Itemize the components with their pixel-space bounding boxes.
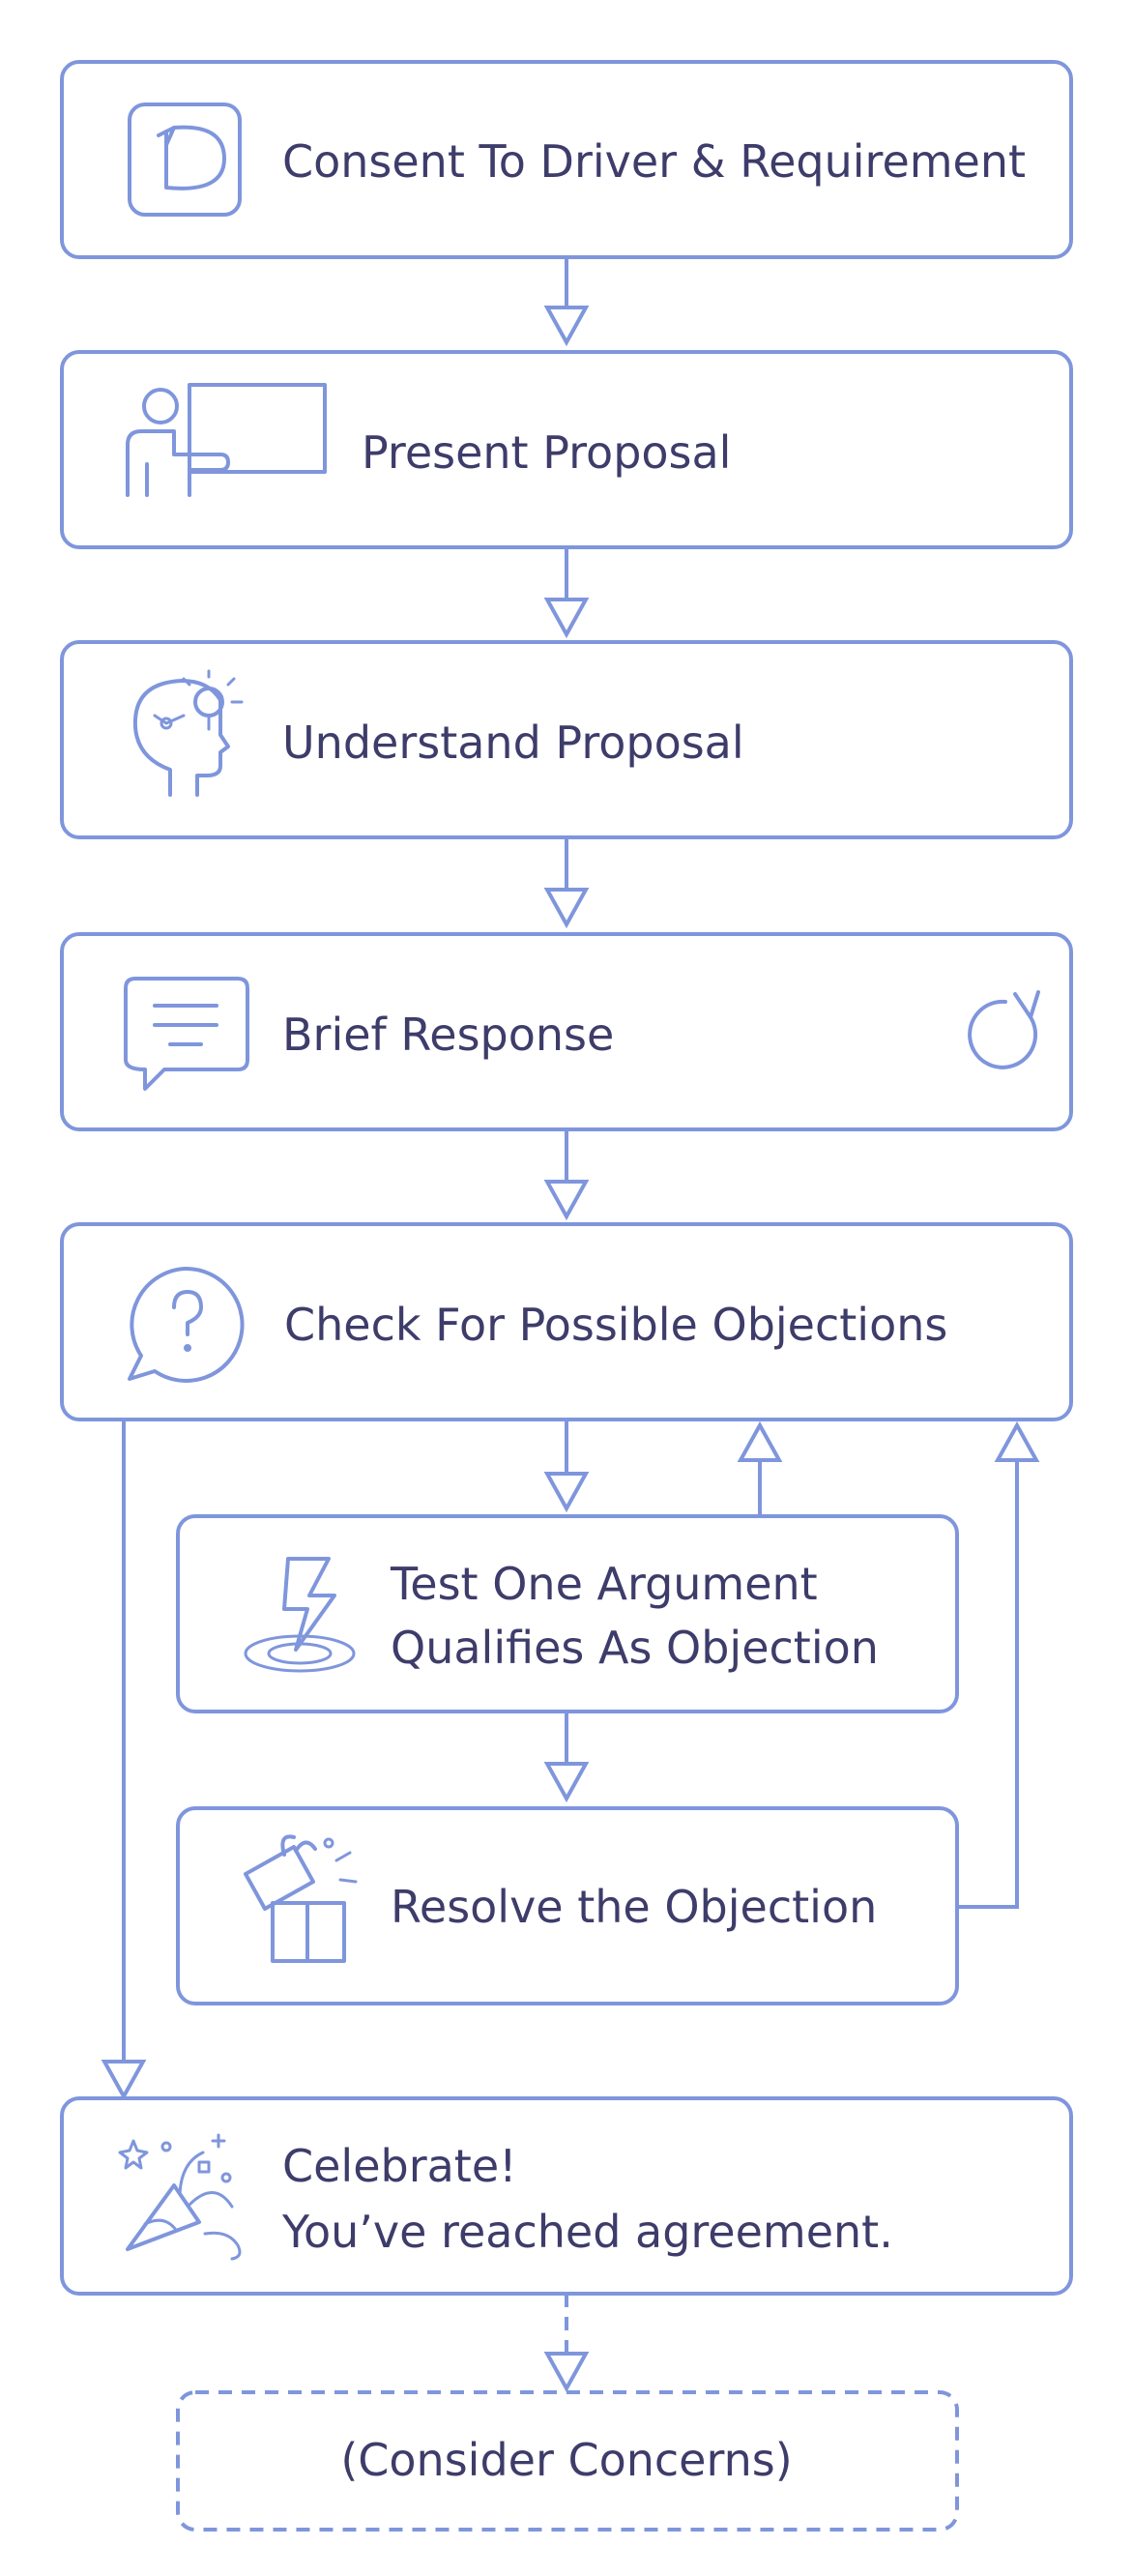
step-brief-response: Brief Response [60, 932, 1073, 1131]
arrowhead-down [543, 1762, 590, 1803]
speech-bubble-icon [124, 977, 249, 1091]
step-consent-driver: Consent To Driver & Requirement [60, 60, 1073, 259]
step-box [60, 60, 1073, 259]
step-box [60, 1222, 1073, 1421]
party-popper-icon [118, 2133, 242, 2261]
step-test-argument: Test One Argument Qualifies As Objection [176, 1514, 959, 1713]
step-understand-proposal: Understand Proposal [60, 640, 1073, 839]
step-box-dashed [176, 2390, 959, 2532]
loop-icon [968, 990, 1040, 1069]
arrowhead-down [543, 598, 590, 639]
connectors [101, 257, 1040, 2393]
arrowhead-up [737, 1420, 783, 1462]
step-celebrate: Celebrate! You’ve reached agreement. [60, 2096, 1073, 2296]
driver-d-icon [128, 102, 242, 217]
step-label-line2: You’ve reached agreement. [281, 2206, 893, 2258]
question-bubble-icon [128, 1266, 245, 1383]
head-lightbulb-icon [132, 669, 244, 797]
step-label: Resolve the Objection [391, 1881, 877, 1933]
step-box [60, 932, 1073, 1131]
step-label: Check For Possible Objections [284, 1299, 947, 1351]
arrowhead-down [543, 1180, 590, 1221]
arrowhead-down [543, 2352, 590, 2393]
step-label: Understand Proposal [282, 717, 744, 769]
step-box [176, 1806, 959, 2005]
step-label-line1: Test One Argument [390, 1558, 818, 1610]
arrowhead-down [543, 306, 590, 347]
arrowhead-up [994, 1420, 1040, 1462]
step-box [60, 640, 1073, 839]
arrowhead-down [101, 2060, 147, 2101]
step-check-objections: Check For Possible Objections [60, 1222, 1073, 1421]
step-label: (Consider Concerns) [340, 2434, 792, 2486]
arrowhead-down [543, 1472, 590, 1513]
step-consider-concerns: (Consider Concerns) [176, 2390, 959, 2532]
step-label: Present Proposal [362, 426, 731, 479]
step-box [60, 2096, 1073, 2296]
gift-box-icon [244, 1834, 358, 1963]
connector-line-return [957, 1456, 1019, 1909]
step-label: Brief Response [282, 1009, 614, 1061]
step-resolve-objection: Resolve the Objection [176, 1806, 959, 2005]
step-present-proposal: Present Proposal [60, 350, 1073, 549]
step-label: Consent To Driver & Requirement [282, 135, 1026, 188]
step-label-line2: Qualifies As Objection [391, 1622, 879, 1674]
step-box [60, 350, 1073, 549]
step-box [176, 1514, 959, 1713]
presenter-icon [126, 383, 327, 497]
step-label-line1: Celebrate! [282, 2140, 517, 2192]
lightning-strike-icon [244, 1557, 356, 1673]
arrowhead-down [543, 888, 590, 929]
